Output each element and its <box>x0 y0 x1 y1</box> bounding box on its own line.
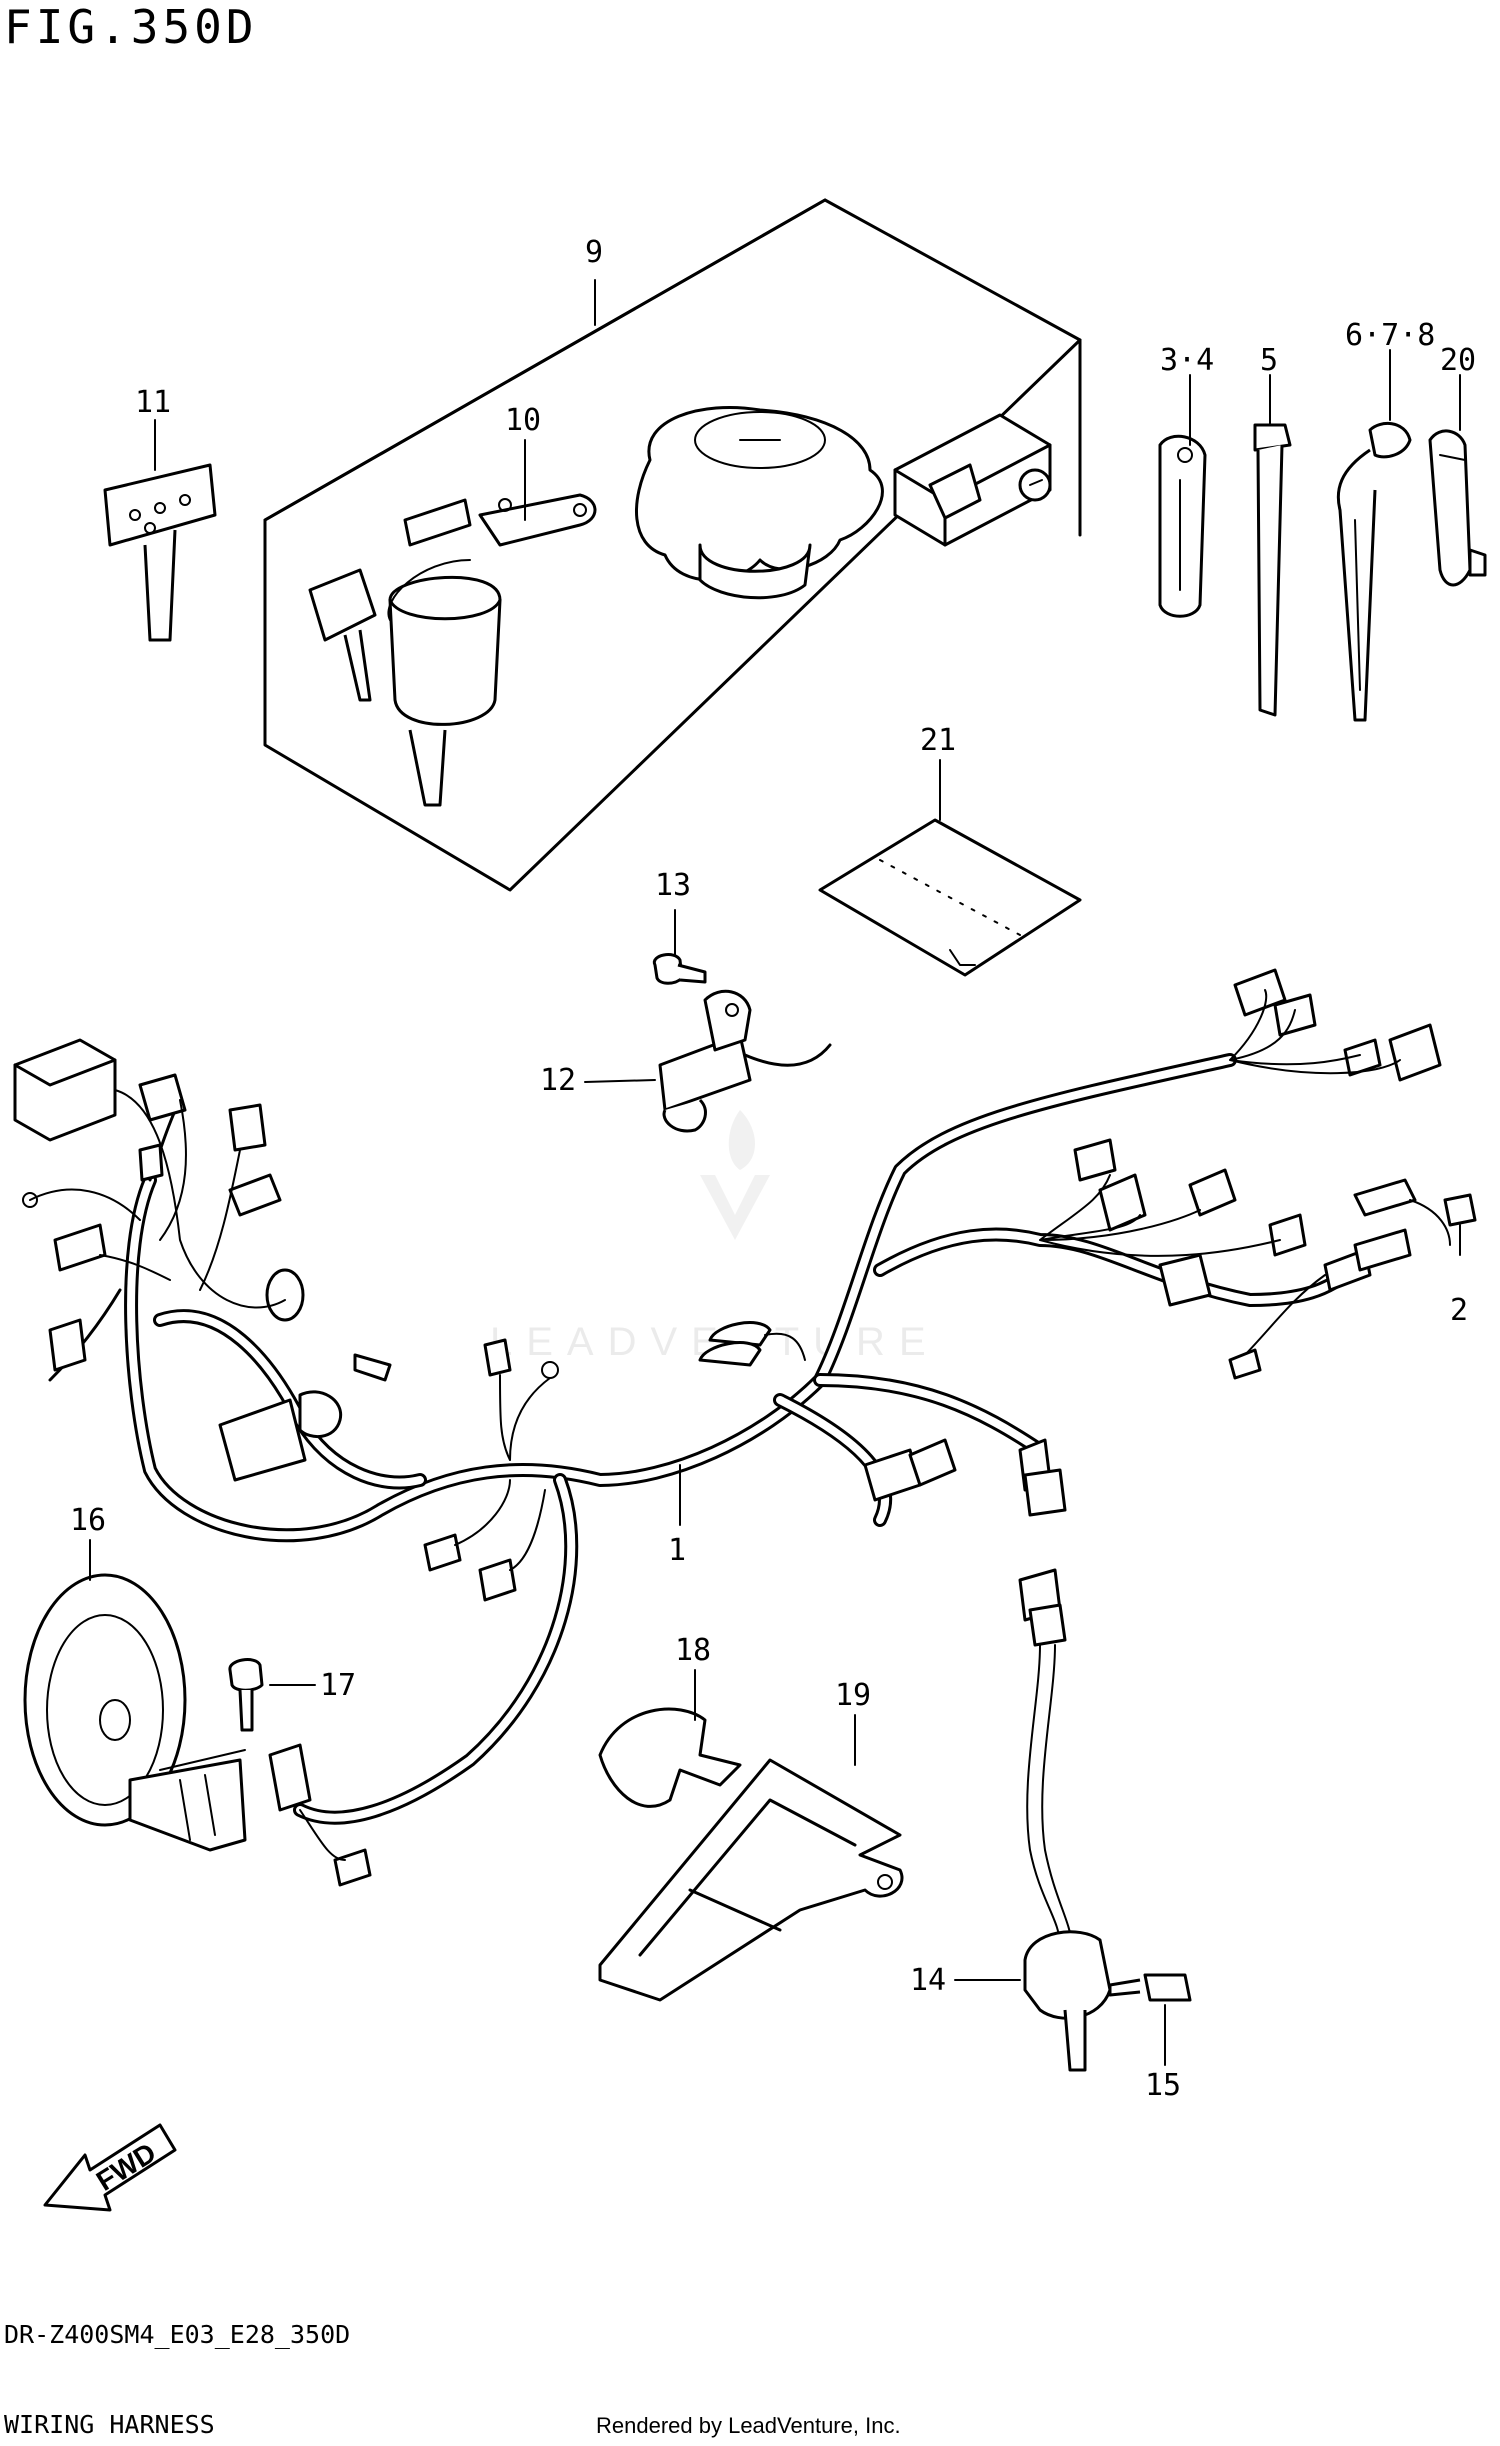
callout-9: 9 <box>585 235 603 270</box>
figure-caption: WIRING HARNESS <box>4 2410 215 2439</box>
cover-18 <box>598 1707 742 1808</box>
callout-6-7-8: 6·7·8 <box>1345 318 1435 353</box>
callout-2: 2 <box>1450 1293 1468 1328</box>
ignition-switch <box>308 493 597 807</box>
callout-21: 21 <box>920 723 956 758</box>
key <box>103 463 217 642</box>
bolt-17 <box>228 1658 264 1732</box>
harness-connectors-right <box>1039 968 1477 1380</box>
callout-12: 12 <box>540 1063 576 1098</box>
ignition-kit-box <box>263 198 1082 892</box>
seat-lock <box>893 413 1052 547</box>
fwd-arrow: FWD <box>43 2123 177 2212</box>
callout-3-4: 3·4 <box>1160 343 1214 378</box>
callout-16: 16 <box>70 1503 106 1538</box>
callout-1: 1 <box>668 1533 686 1568</box>
clip-20 <box>1428 429 1487 587</box>
watermark-logo: LEADVENTURE <box>490 1110 926 1364</box>
bolt-13 <box>652 953 707 985</box>
callout-13: 13 <box>655 868 691 903</box>
cable-tie-5 <box>1253 423 1292 717</box>
side-stand-switch <box>658 989 832 1133</box>
bolt-15 <box>1108 1973 1192 2002</box>
model-code: DR-Z400SM4_E03_E28_350D <box>4 2320 351 2349</box>
callout-11: 11 <box>135 385 171 420</box>
callouts: 1 2 3·4 5 6·7·8 9 10 11 12 13 14 15 16 1… <box>70 235 1476 2103</box>
callout-10: 10 <box>505 403 541 438</box>
bracket-19 <box>598 1758 904 2002</box>
rendered-by: Rendered by LeadVenture, Inc. <box>596 2413 901 2438</box>
cable-tie-6-7-8 <box>1336 421 1412 722</box>
callout-18: 18 <box>675 1633 711 1668</box>
callout-19: 19 <box>835 1678 871 1713</box>
callout-15: 15 <box>1145 2068 1181 2103</box>
harness-connectors-middle <box>268 1321 1067 1887</box>
callout-5: 5 <box>1260 343 1278 378</box>
callout-14: 14 <box>910 1963 946 1998</box>
callout-17: 17 <box>320 1668 356 1703</box>
sheet-21 <box>818 818 1082 977</box>
sensor-14 <box>1018 1568 1112 2072</box>
clamp-3-4 <box>1158 434 1207 618</box>
fuel-tank-cap <box>635 405 884 600</box>
horn <box>23 1573 247 1852</box>
callout-20: 20 <box>1440 343 1476 378</box>
harness-connectors-left <box>13 1038 392 1482</box>
figure-title: FIG.350D <box>4 0 258 54</box>
leader-lines <box>89 279 1461 2066</box>
